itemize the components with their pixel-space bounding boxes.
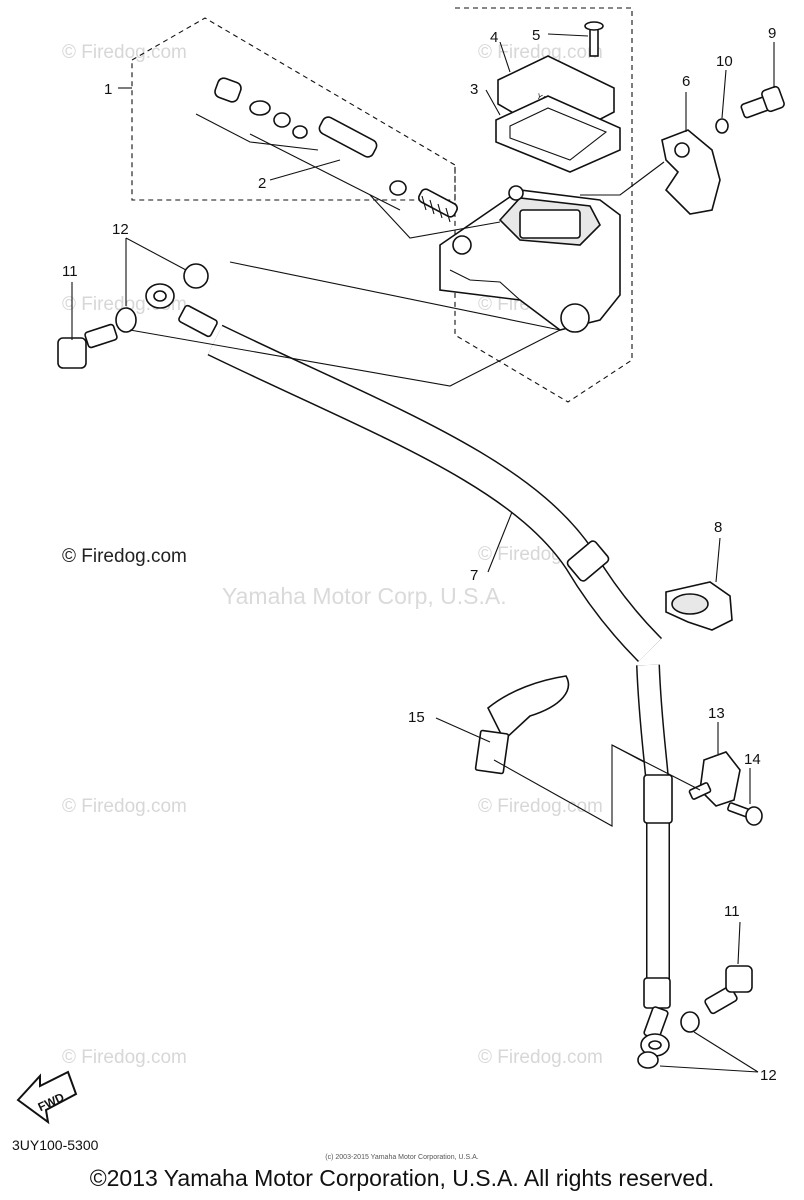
- piston-kit-parts: [214, 77, 458, 223]
- diagram-code: 3UY100-5300: [12, 1137, 99, 1153]
- copper-washer: [680, 1011, 700, 1033]
- brake-hose: [207, 324, 673, 1009]
- holder-bracket: [661, 129, 721, 215]
- callout-14: 14: [744, 751, 761, 768]
- cap-screw: [584, 21, 604, 57]
- fwd-arrow: FWD: [16, 1070, 78, 1125]
- callout-8: 8: [714, 519, 722, 536]
- callout-labels: 1 2 3 4 5 6 7 8 9 10 11 12 13 14 15 11 1…: [62, 25, 777, 1084]
- callout-12: 12: [112, 221, 129, 238]
- watermark-firedog: © Firedog.com: [62, 1047, 187, 1068]
- callout-6: 6: [682, 73, 690, 90]
- callout-1: 1: [104, 81, 112, 98]
- copyright-notice: ©2013 Yamaha Motor Corporation, U.S.A. A…: [89, 1165, 715, 1191]
- banjo-fitting-top: [145, 283, 218, 338]
- callout-9: 9: [768, 25, 776, 42]
- leader-lines: [71, 33, 775, 1073]
- watermark-yamaha: Yamaha Motor Corp, U.S.A.: [222, 583, 507, 609]
- watermark-firedog: © Firedog.com: [478, 1047, 603, 1068]
- copper-washer: [637, 1051, 659, 1069]
- callout-5: 5: [532, 27, 540, 44]
- clamp-screw: [727, 802, 763, 826]
- lock-washer: [715, 118, 729, 134]
- callout-7: 7: [470, 567, 478, 584]
- copper-washer: [115, 307, 137, 333]
- callout-10: 10: [716, 53, 733, 70]
- callout-11: 11: [724, 903, 740, 920]
- union-bolt-bottom: [704, 965, 753, 1015]
- reservoir-group-box: [454, 7, 633, 403]
- watermark-firedog: © Firedog.com: [478, 42, 603, 63]
- watermark-firedog: © Firedog.com: [62, 42, 187, 63]
- hose-guide: [665, 581, 733, 631]
- callout-13: 13: [708, 705, 725, 722]
- callout-3: 3: [470, 81, 478, 98]
- callout-2: 2: [258, 175, 266, 192]
- watermark-firedog: © Firedog.com: [478, 796, 603, 817]
- holder-bolt: [740, 85, 785, 119]
- union-bolt-top: [57, 323, 118, 369]
- callout-11: 11: [62, 263, 78, 280]
- watermark-firedog-dark: © Firedog.com: [62, 546, 187, 567]
- callout-15: 15: [408, 709, 425, 726]
- copper-washer: [183, 263, 209, 289]
- hose-clamp: [688, 751, 741, 807]
- callout-4: 4: [490, 29, 498, 46]
- watermark-firedog: © Firedog.com: [62, 796, 187, 817]
- banjo-fitting-bottom: [640, 1006, 670, 1057]
- fine-print: (c) 2003-2015 Yamaha Motor Corporation, …: [325, 1154, 479, 1161]
- hose-guide-plate: [474, 675, 570, 775]
- reservoir-diaphragm: [495, 95, 621, 173]
- callout-12: 12: [760, 1067, 777, 1084]
- piston-kit-group-box: [131, 17, 456, 201]
